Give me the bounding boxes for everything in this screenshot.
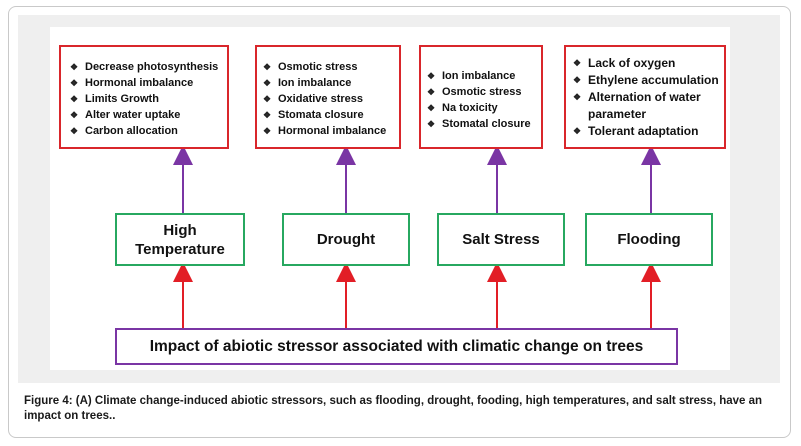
diamond-bullet-icon: ❖ — [263, 126, 272, 136]
effects-box-salt-stress: ❖Ion imbalance ❖Osmotic stress ❖Na toxic… — [419, 45, 543, 149]
diamond-bullet-icon: ❖ — [427, 71, 436, 81]
diamond-bullet-icon: ❖ — [427, 119, 436, 129]
figure-caption: Figure 4: (A) Climate change-induced abi… — [24, 395, 763, 422]
diamond-bullet-icon: ❖ — [573, 126, 582, 136]
effects-list-flooding: ❖Lack of oxygen ❖Ethylene accumulation ❖… — [571, 55, 720, 140]
effect-item: ❖Osmotic stress — [427, 86, 522, 98]
effect-item: ❖Hormonal imbalance — [263, 125, 387, 137]
stressor-box-flooding: Flooding — [585, 213, 713, 266]
stressor-label: High Temperature — [135, 221, 225, 258]
effect-item: ❖Osmotic stress — [263, 61, 358, 73]
effect-item: ❖Na toxicity — [427, 102, 498, 114]
diamond-bullet-icon: ❖ — [427, 103, 436, 113]
diamond-bullet-icon: ❖ — [573, 58, 582, 68]
effects-box-flooding: ❖Lack of oxygen ❖Ethylene accumulation ❖… — [564, 45, 726, 149]
effect-item: ❖Stomata closure — [263, 109, 364, 121]
effect-item: ❖Alternation of water parameter — [573, 90, 701, 121]
impact-base-box: Impact of abiotic stressor associated wi… — [115, 328, 678, 365]
diamond-bullet-icon: ❖ — [70, 62, 79, 72]
effects-list-salt-stress: ❖Ion imbalance ❖Osmotic stress ❖Na toxic… — [425, 68, 539, 132]
diamond-bullet-icon: ❖ — [427, 87, 436, 97]
stressor-label: Salt Stress — [462, 231, 540, 248]
diamond-bullet-icon: ❖ — [573, 92, 582, 102]
effect-item: ❖Ion imbalance — [263, 77, 352, 89]
effect-item: ❖Tolerant adaptation — [573, 124, 699, 138]
effects-list-high-temperature: ❖Decrease photosynthesis ❖Hormonal imbal… — [68, 59, 223, 139]
effect-item: ❖Carbon allocation — [70, 125, 178, 137]
diamond-bullet-icon: ❖ — [263, 78, 272, 88]
diamond-bullet-icon: ❖ — [573, 75, 582, 85]
effect-item: ❖Oxidative stress — [263, 93, 363, 105]
effect-item: ❖Lack of oxygen — [573, 56, 676, 70]
stressor-box-drought: Drought — [282, 213, 410, 266]
stressor-label: Drought — [316, 231, 376, 248]
effects-box-high-temperature: ❖Decrease photosynthesis ❖Hormonal imbal… — [59, 45, 229, 149]
effects-box-drought: ❖Osmotic stress ❖Ion imbalance ❖Oxidativ… — [255, 45, 401, 149]
effect-item: ❖Stomatal closure — [427, 118, 531, 130]
diamond-bullet-icon: ❖ — [70, 110, 79, 120]
diamond-bullet-icon: ❖ — [70, 126, 79, 136]
connector-layer — [173, 145, 661, 328]
effect-item: ❖Decrease photosynthesis — [70, 61, 219, 73]
effect-item: ❖Ethylene accumulation — [573, 73, 719, 87]
diamond-bullet-icon: ❖ — [263, 62, 272, 72]
impact-base-label: Impact of abiotic stressor associated wi… — [149, 337, 644, 355]
effect-item: ❖Hormonal imbalance — [70, 77, 194, 89]
effect-item: ❖Ion imbalance — [427, 70, 516, 82]
effects-list-drought: ❖Osmotic stress ❖Ion imbalance ❖Oxidativ… — [261, 59, 397, 139]
diamond-bullet-icon: ❖ — [70, 78, 79, 88]
effect-item: ❖Limits Growth — [70, 93, 159, 105]
stressor-box-salt-stress: Salt Stress — [437, 213, 565, 266]
diamond-bullet-icon: ❖ — [263, 110, 272, 120]
effect-item: ❖Alter water uptake — [70, 109, 181, 121]
stressor-label: Flooding — [617, 231, 681, 248]
diamond-bullet-icon: ❖ — [70, 94, 79, 104]
diagram-canvas: ❖Decrease photosynthesis ❖Hormonal imbal… — [50, 27, 730, 370]
stressor-box-high-temperature: High Temperature — [115, 213, 245, 266]
diamond-bullet-icon: ❖ — [263, 94, 272, 104]
